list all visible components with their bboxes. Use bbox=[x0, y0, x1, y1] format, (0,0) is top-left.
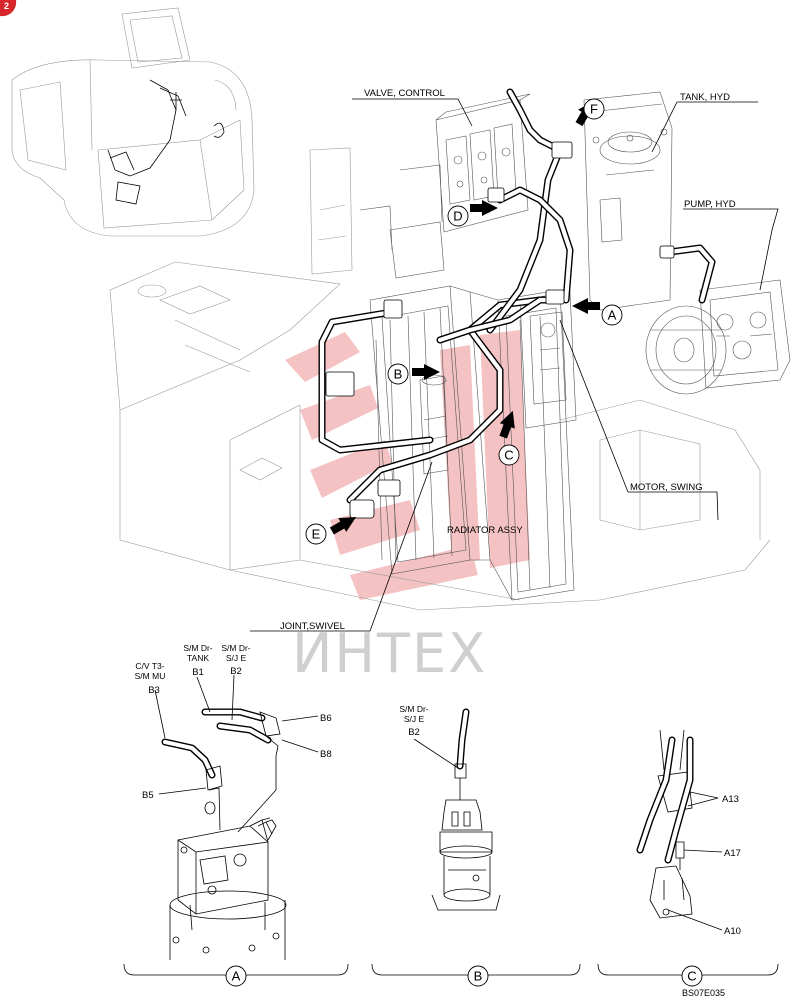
detail-a-label-b2: B2 bbox=[230, 666, 242, 677]
detail-c-bracket: C bbox=[597, 963, 779, 987]
svg-text:E: E bbox=[312, 527, 321, 542]
label-valve-control: VALVE, CONTROL bbox=[364, 88, 445, 99]
svg-text:A: A bbox=[232, 969, 241, 984]
page-badge: 2 bbox=[0, 0, 17, 17]
hydraulic-pump bbox=[645, 279, 791, 395]
detail-a-label-b5: B5 bbox=[142, 790, 154, 801]
detail-a-label-smdr-tank-1: S/M Dr- bbox=[183, 643, 212, 653]
label-radiator-assy: RADIATOR ASSY bbox=[447, 525, 523, 536]
detail-a-bracket: A bbox=[123, 963, 349, 987]
hydraulic-tank bbox=[583, 91, 673, 311]
detail-a-label-sm-mu: S/M MU bbox=[135, 671, 166, 681]
svg-text:B: B bbox=[394, 367, 403, 382]
view-marker-c: C bbox=[498, 444, 520, 466]
svg-text:B: B bbox=[474, 969, 483, 984]
detail-a-label-b6: B6 bbox=[320, 713, 332, 724]
detail-b-label-smdr-1: S/M Dr- bbox=[399, 704, 428, 714]
detail-a-label-b3: B3 bbox=[148, 685, 160, 696]
control-valve bbox=[359, 93, 531, 279]
detail-c-label-a17: A17 bbox=[724, 848, 741, 859]
frame-outline bbox=[109, 147, 771, 611]
detail-c-label-a13: A13 bbox=[722, 794, 739, 805]
svg-text:C: C bbox=[687, 969, 696, 984]
svg-text:F: F bbox=[590, 102, 598, 117]
view-marker-a: A bbox=[601, 304, 623, 326]
view-marker-e: E bbox=[305, 523, 327, 545]
svg-text:A: A bbox=[608, 308, 617, 323]
view-marker-f: F bbox=[583, 98, 605, 120]
detail-c bbox=[636, 729, 723, 931]
machine-thumbnail bbox=[11, 7, 255, 237]
detail-c-label-a10: A10 bbox=[724, 926, 741, 937]
detail-a-label-smdr-tank-2: TANK bbox=[187, 653, 209, 663]
label-joint-swivel: JOINT,SWIVEL bbox=[280, 621, 345, 632]
watermark-text: ИНТЕХ bbox=[292, 622, 487, 685]
label-motor-swing: MOTOR, SWING bbox=[630, 482, 703, 493]
drawing-code: BS07E035 bbox=[682, 988, 725, 998]
detail-a-label-smdr-sje-2: S/J E bbox=[226, 653, 247, 663]
view-marker-d: D bbox=[447, 205, 469, 227]
leader-lines bbox=[250, 98, 779, 632]
detail-a-label-cv-t3: C/V T3- bbox=[135, 661, 164, 671]
view-marker-b: B bbox=[387, 363, 409, 385]
detail-a-label-smdr-sje-1: S/M Dr- bbox=[221, 643, 250, 653]
detail-b-bracket: B bbox=[371, 963, 581, 987]
detail-a-label-b1: B1 bbox=[192, 667, 204, 678]
svg-text:D: D bbox=[453, 209, 462, 224]
detail-b-label-b2: B2 bbox=[408, 727, 420, 738]
detail-b-label-smdr-2: S/J E bbox=[404, 714, 425, 724]
detail-a-label-b8: B8 bbox=[320, 749, 332, 760]
svg-text:C: C bbox=[504, 448, 513, 463]
label-tank-hyd: TANK, HYD bbox=[680, 92, 730, 103]
fittings bbox=[325, 141, 675, 519]
svg-text:2: 2 bbox=[4, 1, 9, 11]
detail-a bbox=[154, 674, 319, 960]
detail-b bbox=[413, 708, 501, 911]
label-pump-hyd: PUMP, HYD bbox=[684, 199, 736, 210]
